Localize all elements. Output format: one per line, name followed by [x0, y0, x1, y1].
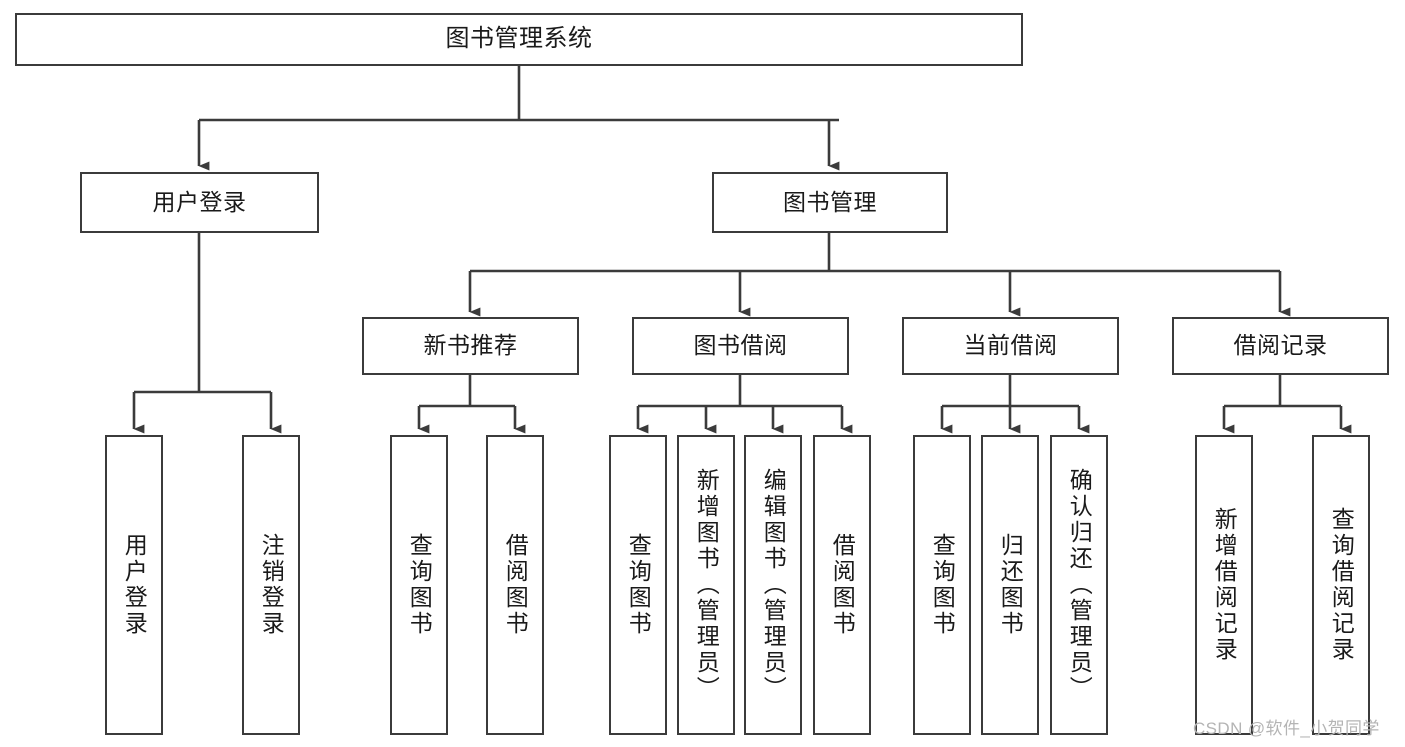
node-label: 新增借阅记录 [1211, 507, 1238, 663]
node-label: 当前借阅 [963, 332, 1058, 359]
node-new-book-recommend[interactable]: 新书推荐 [362, 317, 579, 375]
node-label: 图书管理 [783, 188, 877, 215]
leaf-query-book-current[interactable]: 查询图书 [913, 435, 971, 735]
node-label: 借阅图书 [829, 533, 856, 637]
leaf-return-book[interactable]: 归还图书 [981, 435, 1039, 735]
node-label: 借阅图书 [502, 533, 529, 637]
node-label: 查询图书 [406, 533, 433, 637]
node-label: 用户登录 [152, 188, 247, 215]
leaf-query-book-borrow[interactable]: 查询图书 [609, 435, 667, 735]
node-label: 图书管理系统 [445, 25, 593, 53]
node-book-management[interactable]: 图书管理 [712, 172, 948, 233]
node-label: 借阅记录 [1233, 332, 1328, 359]
leaf-query-borrow-record[interactable]: 查询借阅记录 [1312, 435, 1370, 735]
leaf-edit-book[interactable]: 编辑图书（管理员） [744, 435, 802, 735]
leaf-add-book[interactable]: 新增图书（管理员） [677, 435, 735, 735]
node-label: 编辑图书（管理员） [760, 468, 787, 702]
watermark-text: CSDN @软件_小贺同学 [1193, 719, 1380, 738]
node-label: 查询图书 [625, 533, 652, 637]
node-current-borrow[interactable]: 当前借阅 [902, 317, 1119, 375]
node-book-borrow[interactable]: 图书借阅 [632, 317, 849, 375]
node-borrow-record[interactable]: 借阅记录 [1172, 317, 1389, 375]
node-label: 用户登录 [121, 533, 148, 637]
node-user-login[interactable]: 用户登录 [80, 172, 319, 233]
leaf-query-book-recommend[interactable]: 查询图书 [390, 435, 448, 735]
leaf-add-borrow-record[interactable]: 新增借阅记录 [1195, 435, 1253, 735]
node-label: 查询借阅记录 [1328, 507, 1355, 663]
node-label: 查询图书 [929, 533, 956, 637]
leaf-borrow-book-recommend[interactable]: 借阅图书 [486, 435, 544, 735]
node-label: 新增图书（管理员） [693, 468, 720, 702]
node-root-book-management-system[interactable]: 图书管理系统 [15, 13, 1023, 66]
leaf-user-login[interactable]: 用户登录 [105, 435, 163, 735]
leaf-borrow-book[interactable]: 借阅图书 [813, 435, 871, 735]
leaf-confirm-return[interactable]: 确认归还（管理员） [1050, 435, 1108, 735]
node-label: 确认归还（管理员） [1066, 468, 1093, 702]
node-label: 归还图书 [997, 533, 1024, 637]
leaf-logout-login[interactable]: 注销登录 [242, 435, 300, 735]
node-label: 新书推荐 [423, 332, 518, 359]
node-label: 图书借阅 [693, 332, 788, 359]
node-label: 注销登录 [258, 533, 285, 637]
